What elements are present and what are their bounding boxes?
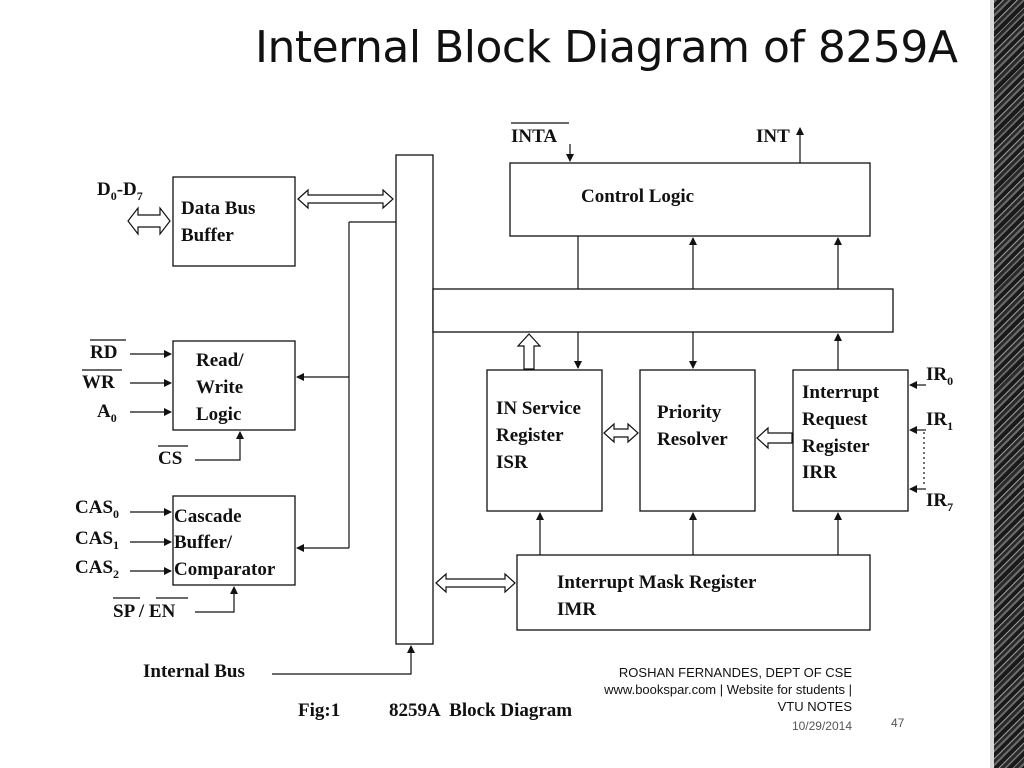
priority-label-1: Priority xyxy=(657,402,722,423)
read-write-label-1: Read/ xyxy=(196,350,244,371)
footer-author: ROSHAN FERNANDES, DEPT OF CSE xyxy=(618,665,852,680)
sp-en-arrow xyxy=(195,586,238,613)
data-bus-buffer-block xyxy=(172,176,296,267)
read-write-label-3: Logic xyxy=(196,404,241,425)
horizontal-bus-bar xyxy=(432,288,894,333)
internal-bus-label: Internal Bus xyxy=(143,661,245,682)
cascade-label-2: Buffer/ xyxy=(174,532,233,553)
irr-label-2: Request xyxy=(802,409,868,430)
isr-label-1: IN Service xyxy=(496,398,581,419)
decorative-side-strip xyxy=(990,0,1024,768)
int-signal-label: INT xyxy=(756,126,790,147)
buffer-to-bus-double-arrow xyxy=(297,188,394,210)
priority-label-2: Resolver xyxy=(657,429,728,450)
ir7-signal-label: IR7 xyxy=(926,490,953,514)
priority-resolver-block xyxy=(639,369,756,512)
cascade-label-1: Cascade xyxy=(174,506,242,527)
footer-date: 10/29/2014 xyxy=(791,719,852,733)
cas2-signal-label: CAS2 xyxy=(75,557,119,581)
irr-block xyxy=(792,369,909,512)
figure-number: Fig:1 xyxy=(298,700,340,721)
irr-to-priority-hollow-arrow xyxy=(756,426,793,450)
control-logic-label: Control Logic xyxy=(581,186,694,207)
sp-en-signal-label: SP / EN xyxy=(113,601,176,622)
cs-arrow xyxy=(195,431,244,461)
internal-bus-arrow xyxy=(272,645,415,675)
internal-bus-bar xyxy=(395,154,434,645)
read-write-logic-block xyxy=(172,340,296,431)
irr-label-4: IRR xyxy=(802,462,837,483)
inta-signal-label: INTA xyxy=(511,126,557,147)
isr-to-bus-hollow-arrow xyxy=(516,333,542,370)
figure-caption: 8259A Block Diagram xyxy=(389,700,572,721)
footer-notes: VTU NOTES xyxy=(777,699,852,714)
irr-label-1: Interrupt xyxy=(802,382,880,403)
imr-label-2: IMR xyxy=(557,599,596,620)
footer-website: www.bookspar.com | Website for students … xyxy=(604,682,852,697)
ir0-signal-label: IR0 xyxy=(926,364,953,388)
cs-signal-label: CS xyxy=(158,448,182,469)
imr-label-1: Interrupt Mask Register xyxy=(557,572,757,593)
data-bus-buffer-label-2: Buffer xyxy=(181,225,234,246)
cascade-buffer-block xyxy=(172,495,296,586)
imr-block xyxy=(516,554,871,631)
data-bus-double-arrow xyxy=(127,206,171,236)
rd-signal-label: RD xyxy=(90,342,117,363)
bus-imr-double-arrow xyxy=(435,572,516,594)
isr-label-3: ISR xyxy=(496,452,528,473)
isr-priority-double-arrow xyxy=(603,422,639,444)
data-signal-label: D0-D7 xyxy=(97,179,143,203)
irr-label-3: Register xyxy=(802,436,870,457)
wr-signal-label: WR xyxy=(82,372,115,393)
slide-title: Internal Block Diagram of 8259A xyxy=(255,22,958,73)
control-logic-block xyxy=(509,162,871,237)
cascade-label-3: Comparator xyxy=(174,559,276,580)
slide-number: 47 xyxy=(891,716,905,730)
a0-signal-label: A0 xyxy=(97,401,117,425)
footer-credits: ROSHAN FERNANDES, DEPT OF CSE www.booksp… xyxy=(532,664,852,715)
cas0-signal-label: CAS0 xyxy=(75,497,119,521)
read-write-label-2: Write xyxy=(196,377,243,398)
cas1-signal-label: CAS1 xyxy=(75,528,119,552)
isr-label-2: Register xyxy=(496,425,564,446)
data-bus-buffer-label-1: Data Bus xyxy=(181,198,255,219)
ir1-signal-label: IR1 xyxy=(926,409,953,433)
isr-block xyxy=(486,369,603,512)
